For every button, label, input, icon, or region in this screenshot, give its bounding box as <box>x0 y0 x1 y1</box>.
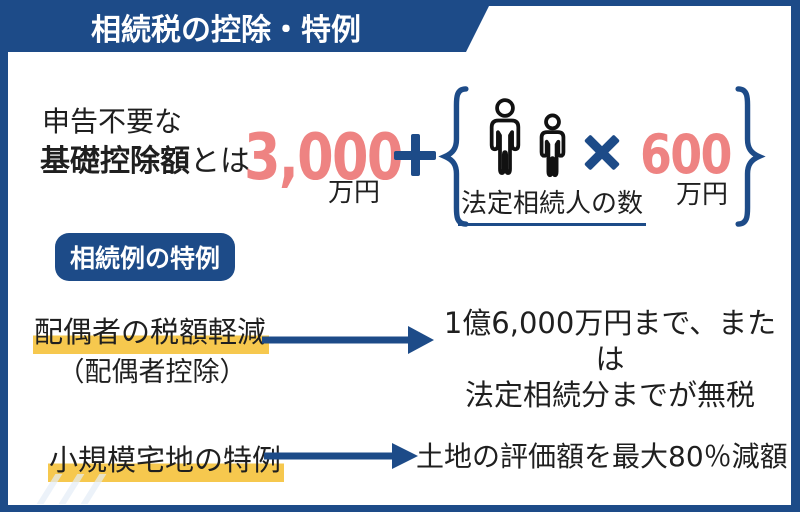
title-banner: 相続税の控除・特例 <box>0 0 492 52</box>
page-title: 相続税の控除・特例 <box>91 13 361 48</box>
case-small-land-name: 小規模宅地の特例 <box>48 437 285 482</box>
frame-right <box>791 0 800 512</box>
section-badge-label: 相続例の特例 <box>69 244 220 273</box>
child-person-icon <box>539 113 566 178</box>
per-heir-amount: 600 <box>640 123 732 186</box>
case-spouse-name: 配偶者の税額軽減 <box>33 309 270 354</box>
left-brace-icon <box>438 86 469 227</box>
case-spouse-alias: （配偶者控除） <box>57 357 247 388</box>
per-heir-amount-unit: 万円 <box>676 180 729 210</box>
case-small-land-description: 土地の評価額を最大80％減額 <box>416 440 788 473</box>
corner-decoration <box>36 474 136 504</box>
base-amount: 3,000 <box>244 121 403 195</box>
adult-person-icon <box>489 98 521 175</box>
plus-icon <box>394 134 436 176</box>
base-amount-unit: 万円 <box>328 178 381 208</box>
highlighted-text: 小規模宅地の特例 <box>48 443 285 482</box>
highlighted-text: 配偶者の税額軽減 <box>33 315 270 354</box>
arrow-right-icon <box>262 326 434 354</box>
formula-intro-line1: 申告不要な <box>42 105 183 138</box>
basic-deduction-term: 基礎控除額 <box>40 144 190 179</box>
frame-bottom <box>0 505 800 512</box>
frame-left <box>0 0 8 512</box>
heirs-count-label: 法定相続人の数 <box>458 183 647 226</box>
arrow-right-icon <box>264 443 418 469</box>
multiply-icon <box>582 132 622 172</box>
section-badge: 相続例の特例 <box>55 233 235 281</box>
formula-intro-line2: 基礎控除額とは <box>40 144 250 179</box>
case-spouse-description: 1億6,000万円まで、または 法定相続分までが無税 <box>443 306 777 412</box>
right-brace-icon <box>735 86 766 227</box>
